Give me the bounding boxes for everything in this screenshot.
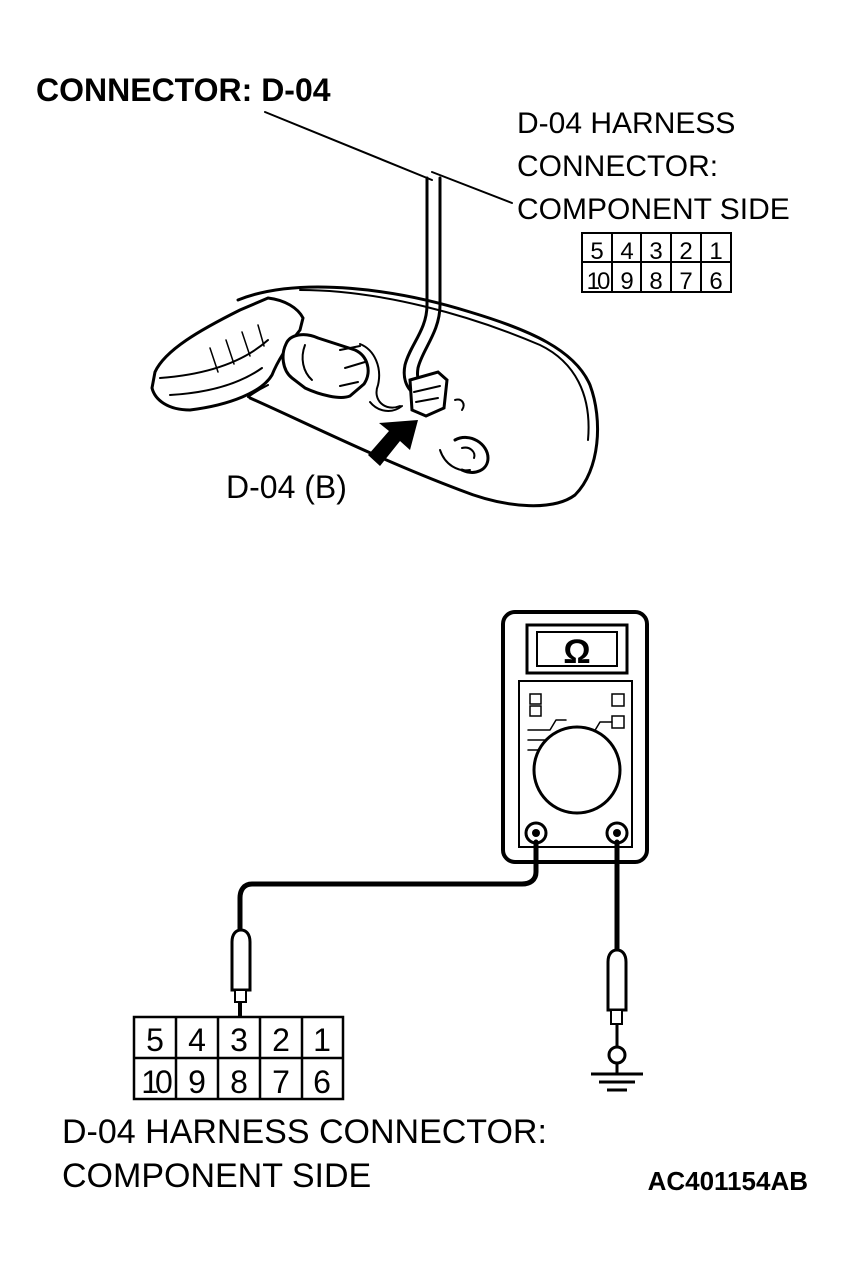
top-connector-label-line2: CONNECTOR: [517,150,718,183]
top-connector-label: D-04 HARNESS CONNECTOR: COMPONENT SIDE [517,107,790,226]
top-pin-9: 9 [620,268,633,295]
top-pin-3: 3 [649,238,662,265]
bottom-connector-label: D-04 HARNESS CONNECTOR: COMPONENT SIDE [62,1113,547,1195]
bottom-pin-9: 9 [188,1064,206,1100]
title-leader-line [264,111,433,181]
ohmmeter-icon: Ω [501,610,649,864]
bottom-pin-6: 6 [313,1064,331,1100]
diagram-title: CONNECTOR: D-04 [36,72,331,108]
harness-cable [402,176,449,418]
ground-probe [606,948,628,1065]
bottom-pin-5: 5 [146,1022,164,1058]
mirror-connector-callout: D-04 (B) [226,469,347,505]
test-probe-icon [230,928,252,1030]
figure-code: AC401154AB [648,1166,808,1196]
label-leader-line [431,171,513,204]
ground-symbol-icon [591,1063,643,1092]
bottom-pin-grid: 5 4 3 2 1 10 9 8 7 6 [132,1015,345,1101]
top-pin-4: 4 [620,238,633,265]
top-pin-7: 7 [679,268,692,295]
bottom-pin-10: 10 [141,1064,172,1100]
bottom-pin-1: 1 [313,1022,331,1058]
bottom-pin-3: 3 [230,1022,248,1058]
top-connector-label-line3: COMPONENT SIDE [517,193,790,226]
meter-display-symbol: Ω [563,633,590,671]
top-pin-10: 10 [587,268,610,295]
bottom-connector-label-line2: COMPONENT SIDE [62,1157,371,1195]
arrow-icon [368,420,418,466]
top-pin-6: 6 [709,268,722,295]
test-lead-left [237,839,539,935]
bottom-pin-8: 8 [230,1064,248,1100]
bottom-pin-2: 2 [272,1022,290,1058]
bottom-pin-4: 4 [188,1022,206,1058]
bottom-pin-7: 7 [272,1064,290,1100]
top-connector-label-line1: D-04 HARNESS [517,107,735,140]
top-pin-8: 8 [649,268,662,295]
top-pin-2: 2 [679,238,692,265]
top-pin-1: 1 [709,238,722,265]
bottom-connector-label-line1: D-04 HARNESS CONNECTOR: [62,1113,547,1151]
rear-view-mirror-icon [150,285,599,508]
top-pin-5: 5 [590,238,603,265]
top-pin-grid: 5 4 3 2 1 10 9 8 7 6 [581,232,732,295]
